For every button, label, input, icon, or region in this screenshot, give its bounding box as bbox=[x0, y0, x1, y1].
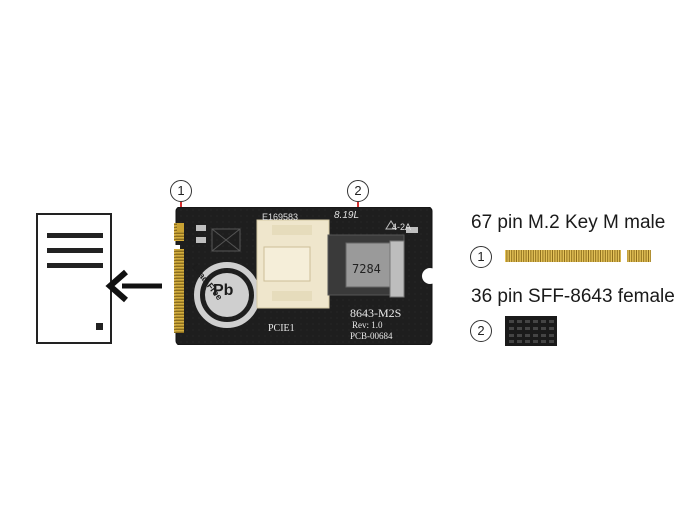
board-code-label: E169583 bbox=[262, 212, 299, 222]
callout-1: 1 bbox=[170, 180, 192, 202]
board-pcb-label: PCB-00684 bbox=[350, 331, 393, 341]
computer-tower-icon bbox=[36, 213, 112, 344]
callout-2: 2 bbox=[347, 180, 369, 202]
drive-bay-line bbox=[47, 233, 103, 238]
board-revision-label: Rev: 1.0 bbox=[352, 320, 383, 330]
legend-callout-1: 1 bbox=[470, 246, 492, 268]
power-led bbox=[96, 323, 103, 330]
legend-callout-2: 2 bbox=[470, 320, 492, 342]
m2-connector-pins-icon bbox=[505, 250, 651, 262]
drive-bay-line bbox=[47, 248, 103, 253]
m2-adapter-board bbox=[172, 207, 434, 345]
board-cap-label: 4-2A bbox=[392, 222, 412, 232]
board-slot-label: PCIE1 bbox=[268, 323, 295, 334]
board-model-label: 8643-M2S bbox=[350, 306, 402, 320]
pb-logo: Pb bbox=[213, 282, 234, 299]
legend-title-sff: 36 pin SFF-8643 female bbox=[471, 286, 675, 307]
arrow-left-icon bbox=[105, 269, 162, 303]
sff-connector-pins-icon bbox=[505, 316, 557, 346]
legend-title-m2: 67 pin M.2 Key M male bbox=[471, 212, 666, 233]
connector-code-label: 7284 bbox=[352, 262, 381, 276]
board-date-label: 8.19L bbox=[334, 210, 360, 221]
drive-bay-line bbox=[47, 263, 103, 268]
